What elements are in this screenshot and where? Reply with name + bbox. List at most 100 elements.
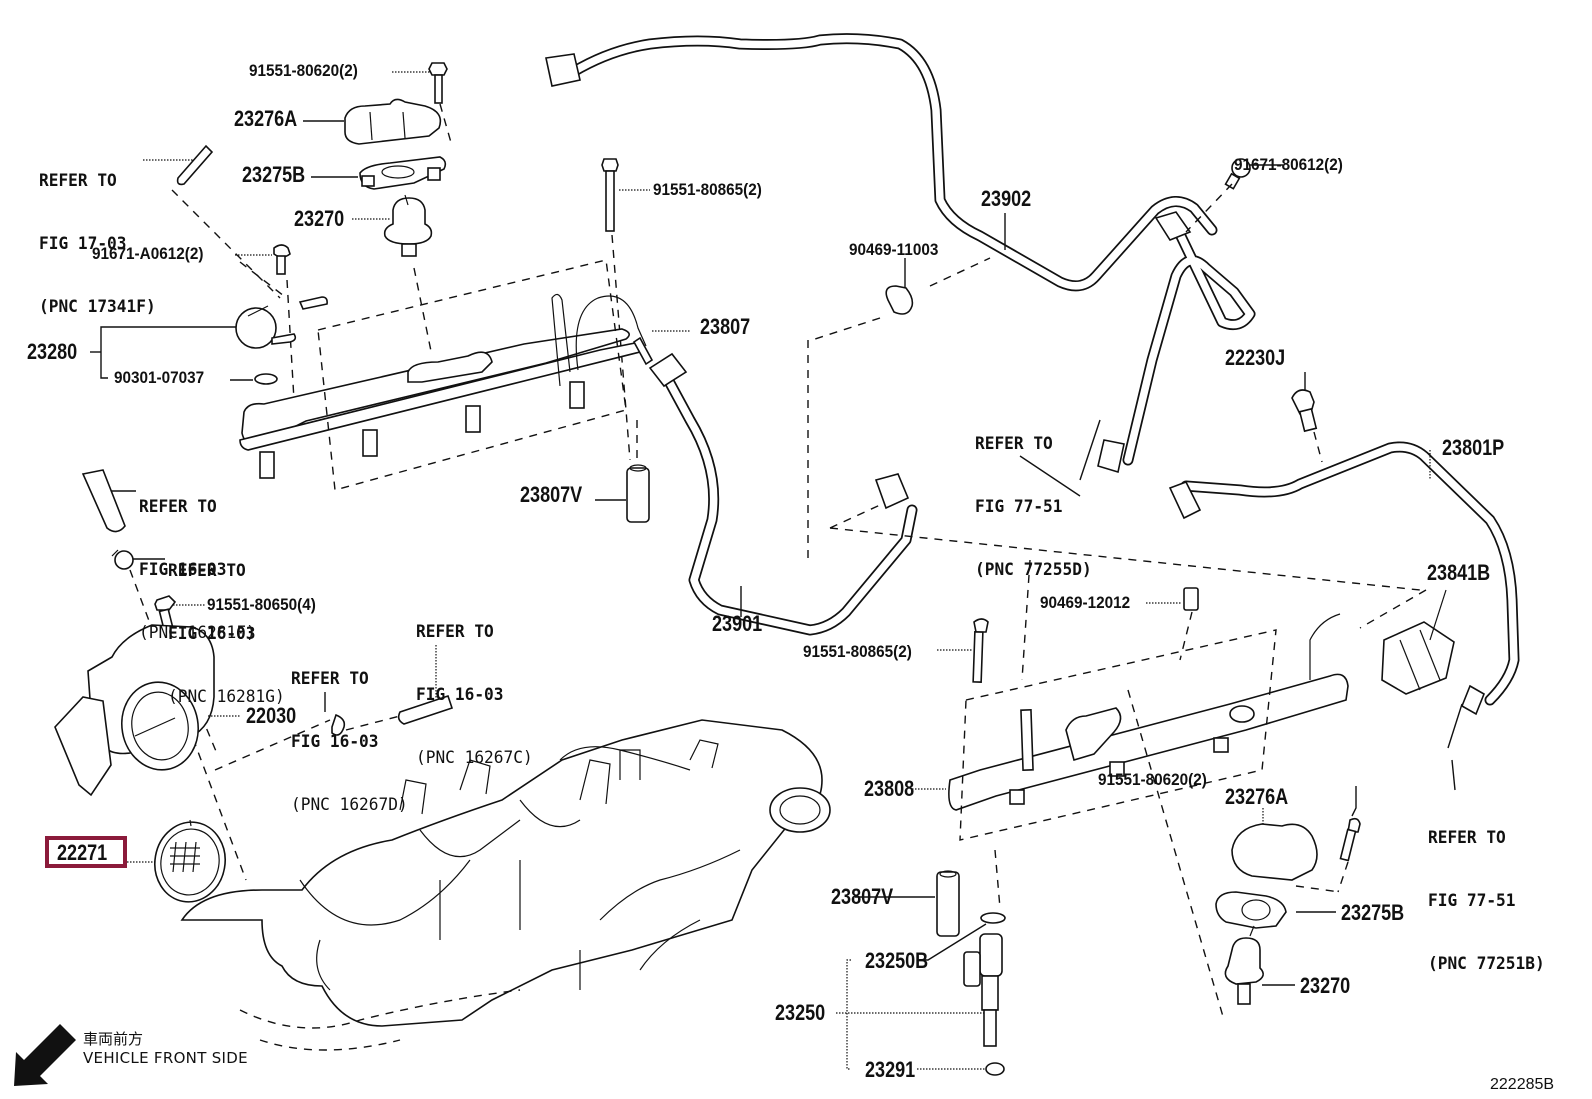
reference-16281G[interactable]: REFER TO FIG 16-03 (PNC 16281G) [168,519,285,729]
fuel-rail-23807[interactable] [239,293,654,479]
part-label-23270-top[interactable]: 23270 [294,206,345,231]
reference-line: REFER TO [416,622,494,642]
part-label-23901[interactable]: 23901 [712,611,763,636]
reference-16281F[interactable]: REFER TO FIG 16-03 (PNC 16281F) [139,455,256,665]
fuel-pipe-23801P[interactable] [1168,441,1520,716]
damper-23280[interactable] [235,296,328,349]
hose-stub-16267C [397,694,454,725]
part-label-23291[interactable]: 23291 [865,1057,916,1082]
reference-line: REFER TO [39,171,117,191]
part-label-91551-80650[interactable]: 91551-80650(4) [207,595,316,614]
part-label-23841B[interactable]: 23841B [1427,560,1491,585]
throttle-body-22030[interactable] [54,624,215,797]
part-label-91551-80865-top[interactable]: 91551-80865(2) [653,180,762,199]
clamp-16267D [331,713,346,736]
part-label-91551-80620-top[interactable]: 91551-80620(2) [249,61,358,80]
part-label-23250B[interactable]: 23250B [865,948,929,973]
clamp-16281G [111,549,134,570]
bolt-91671-80612[interactable] [1224,158,1251,190]
part-label-22271[interactable]: 22271 [57,840,108,865]
fuel-rail-23808[interactable] [948,613,1349,811]
reference-line: (PNC 16281F) [139,623,256,643]
reference-line: FIG 77-51 [1428,891,1516,911]
clamp-90469-12012[interactable] [1183,587,1199,611]
part-label-23280[interactable]: 23280 [27,339,78,364]
reference-line: FIG 17-03 [39,234,127,254]
insulator-23807V-bottom[interactable] [936,870,960,937]
part-label-23275B-top[interactable]: 23275B [242,162,306,187]
part-label-23808[interactable]: 23808 [864,776,915,801]
arrow-down-left-icon [14,1024,76,1086]
reference-line: REFER TO [139,497,217,517]
bolt-91551-80865-top[interactable] [601,158,619,232]
figure-number: 222285B [1490,1076,1555,1093]
cover-23276A-top[interactable] [344,98,442,145]
reference-line: (PNC 77255D) [975,560,1092,580]
bolt-91551-80620-top[interactable] [428,62,448,104]
part-label-23276A-bottom[interactable]: 23276A [1225,784,1289,809]
reference-17341F[interactable]: REFER TO FIG 17-03 (PNC 17341F) [39,129,156,339]
reference-line: (PNC 77251B) [1428,954,1545,974]
insulator-23807V-top[interactable] [626,464,650,523]
reference-line: FIG 16-03 [291,732,379,752]
hose-stub-16281F [81,469,126,533]
seal-23291[interactable] [985,1062,1005,1076]
part-label-90469-11003[interactable]: 90469-11003 [849,240,939,259]
reference-line: REFER TO [975,434,1053,454]
part-label-90469-12012[interactable]: 90469-12012 [1040,593,1131,612]
reference-line: (PNC 16267C) [416,748,533,768]
reference-77255D[interactable]: REFER TO FIG 77-51 (PNC 77255D) [975,392,1092,602]
bolt-91551-80620-bottom[interactable] [1339,817,1361,862]
gasket-23275B-bottom[interactable] [1215,891,1287,929]
gasket-22271[interactable] [149,817,232,908]
clamp-90469-11003[interactable] [885,285,914,315]
part-label-91551-80865-bottom[interactable]: 91551-80865(2) [803,642,912,661]
highlight-box-22271 [45,836,127,868]
part-label-91671-80612[interactable]: 91671-80612(2) [1234,155,1343,174]
reference-line: FIG 16-03 [416,685,504,705]
bolt-91671-A0612[interactable] [273,244,291,275]
reference-line: FIG 16-03 [139,560,227,580]
part-label-22030[interactable]: 22030 [246,703,297,728]
part-label-23902[interactable]: 23902 [981,186,1032,211]
reference-line: (PNC 16267D) [291,795,408,815]
oring-90301-07037[interactable] [254,373,278,385]
reference-line: (PNC 16281G) [168,687,285,707]
part-label-90301-07037[interactable]: 90301-07037 [114,368,205,387]
part-label-23270-bottom[interactable]: 23270 [1300,973,1351,998]
sensor-22230J[interactable] [1291,389,1318,433]
bolt-91551-80865-bottom[interactable] [972,618,989,683]
vehicle-front-label-jp: 車両前方 [83,1030,144,1048]
part-label-23807[interactable]: 23807 [700,314,751,339]
intake-manifold [180,719,831,1051]
reference-line: (PNC 17341F) [39,297,156,317]
part-label-23807V-bottom[interactable]: 23807V [831,884,894,909]
reference-line: REFER TO [168,561,246,581]
part-label-22230J[interactable]: 22230J [1225,345,1286,370]
regulator-23270-bottom[interactable] [1224,925,1264,1005]
cover-23276A-bottom[interactable] [1231,823,1318,881]
part-label-23276A-top[interactable]: 23276A [234,106,298,131]
part-label-91551-80620-bottom[interactable]: 91551-80620(2) [1098,770,1207,789]
part-label-23807V-top[interactable]: 23807V [520,482,583,507]
reference-77251B[interactable]: REFER TO FIG 77-51 (PNC 77251B) [1428,786,1545,996]
fuel-pipe-23902[interactable] [545,33,1256,474]
reference-16267D[interactable]: REFER TO FIG 16-03 (PNC 16267D) [291,627,408,837]
hose-stub-17341F [176,144,214,186]
reference-line: FIG 77-51 [975,497,1063,517]
injector-23250[interactable] [963,912,1006,1047]
reference-line: FIG 16-03 [168,624,256,644]
gasket-23275B-top[interactable] [359,156,447,190]
part-label-23801P[interactable]: 23801P [1442,435,1505,460]
reference-line: REFER TO [1428,828,1506,848]
regulator-23270-top[interactable] [383,194,433,257]
part-label-23275B-bottom[interactable]: 23275B [1341,900,1405,925]
connector-23841B[interactable] [1381,621,1455,695]
reference-line: REFER TO [291,669,369,689]
vehicle-front-label-en: VEHICLE FRONT SIDE [83,1049,248,1067]
part-label-91671-A0612[interactable]: 91671-A0612(2) [92,244,204,263]
part-label-23250[interactable]: 23250 [775,1000,826,1025]
fuel-pipe-23901[interactable] [648,352,918,636]
reference-16267C[interactable]: REFER TO FIG 16-03 (PNC 16267C) [416,580,533,790]
